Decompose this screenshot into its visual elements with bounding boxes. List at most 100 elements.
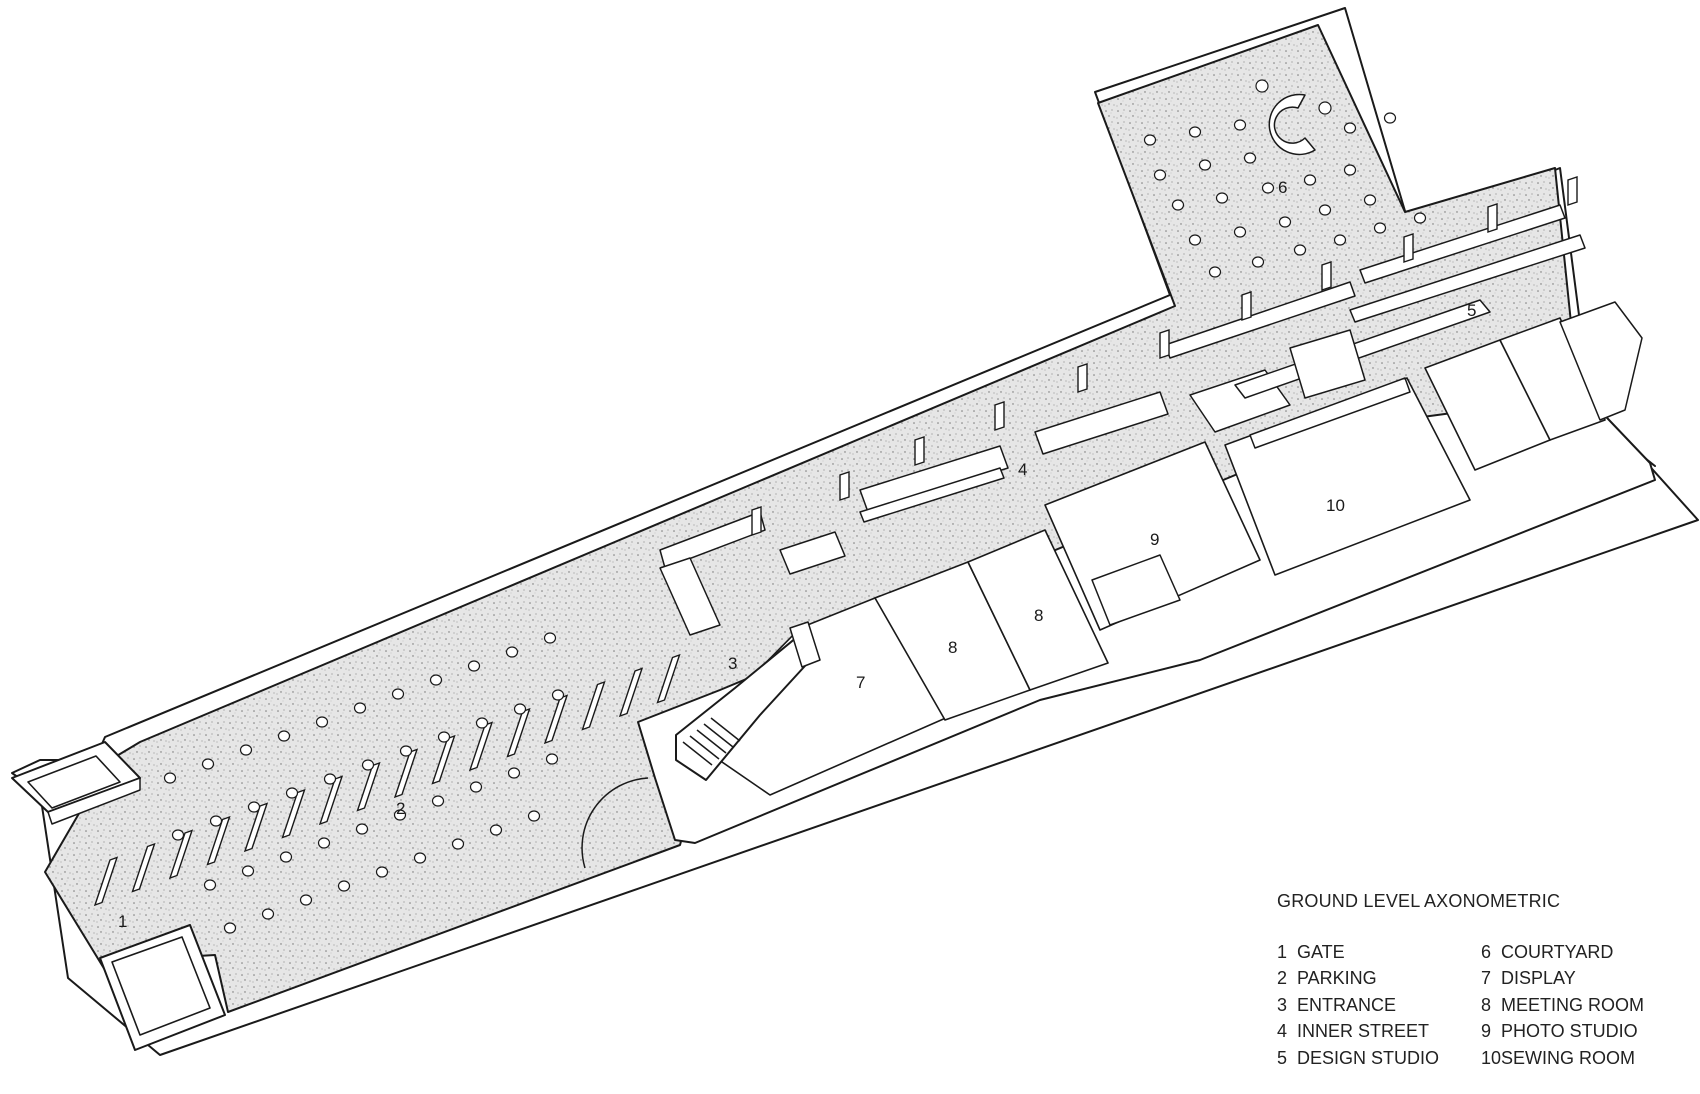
gate-booth-north bbox=[11, 741, 141, 825]
tree bbox=[429, 674, 443, 686]
tree bbox=[413, 852, 427, 864]
tree bbox=[1198, 159, 1212, 171]
wall-pier bbox=[994, 401, 1005, 431]
parking-stall bbox=[656, 653, 681, 704]
tree bbox=[1233, 226, 1247, 238]
parking-stall bbox=[543, 694, 569, 745]
parking-stall bbox=[581, 680, 606, 731]
parking-stall bbox=[468, 721, 494, 772]
label-design-studio: 5 bbox=[1467, 301, 1476, 320]
tree bbox=[1343, 164, 1357, 176]
tree bbox=[163, 772, 177, 784]
tree bbox=[1153, 169, 1167, 181]
wall-pier bbox=[1487, 203, 1498, 233]
tree bbox=[1333, 234, 1347, 246]
label-parking: 2 bbox=[396, 799, 405, 818]
parking-stall bbox=[93, 856, 119, 907]
tree bbox=[551, 689, 565, 701]
tree bbox=[451, 838, 465, 850]
tree bbox=[1188, 126, 1202, 138]
room-corner-b bbox=[1499, 317, 1606, 441]
tree bbox=[239, 744, 253, 756]
tree bbox=[391, 688, 405, 700]
tree bbox=[201, 758, 215, 770]
tree bbox=[261, 908, 275, 920]
parking-stalls bbox=[93, 653, 681, 907]
wall-pier bbox=[914, 436, 925, 466]
tree bbox=[431, 795, 445, 807]
label-meeting-room-b: 8 bbox=[1034, 606, 1043, 625]
parking-stall bbox=[618, 667, 644, 718]
wall-pier bbox=[1567, 176, 1578, 206]
tree bbox=[1293, 244, 1307, 256]
room-meeting-b bbox=[967, 529, 1109, 691]
label-sewing-room: 10 bbox=[1326, 496, 1345, 515]
tree bbox=[527, 810, 541, 822]
room-labels: 1 2 3 4 5 6 7 8 8 9 10 bbox=[118, 178, 1476, 931]
tree bbox=[1208, 266, 1222, 278]
tree bbox=[1363, 194, 1377, 206]
parking-stall bbox=[131, 842, 156, 893]
tree bbox=[1373, 222, 1387, 234]
tree bbox=[323, 773, 337, 785]
tree bbox=[1251, 256, 1265, 268]
tree bbox=[507, 767, 521, 779]
tree bbox=[317, 837, 331, 849]
parking-stall bbox=[206, 815, 231, 866]
tree bbox=[475, 717, 489, 729]
tree bbox=[241, 865, 255, 877]
tree bbox=[315, 716, 329, 728]
tree bbox=[1261, 182, 1275, 194]
stair-treads bbox=[682, 717, 741, 766]
tree bbox=[467, 660, 481, 672]
parking-stall bbox=[243, 802, 269, 853]
entrance-arc bbox=[581, 777, 649, 869]
tree bbox=[489, 824, 503, 836]
wall-pier bbox=[751, 506, 762, 536]
wall-pier bbox=[1159, 329, 1170, 359]
tree bbox=[209, 815, 223, 827]
wall-pier bbox=[839, 471, 850, 501]
tree bbox=[299, 894, 313, 906]
wall-pier bbox=[1241, 291, 1252, 321]
gate-booth-south bbox=[99, 924, 226, 1051]
tree bbox=[469, 781, 483, 793]
tree bbox=[337, 880, 351, 892]
wall-pier bbox=[1403, 233, 1414, 263]
inner-street-furniture bbox=[659, 204, 1586, 636]
tree bbox=[1278, 216, 1292, 228]
tree bbox=[247, 801, 261, 813]
wall-pier bbox=[1077, 363, 1088, 393]
tree bbox=[171, 829, 185, 841]
parking-stall bbox=[318, 775, 344, 826]
tree bbox=[513, 703, 527, 715]
rear-stair bbox=[1559, 301, 1643, 421]
label-inner-street: 4 bbox=[1018, 460, 1027, 479]
trees bbox=[163, 112, 1427, 934]
tree bbox=[543, 632, 557, 644]
label-display: 7 bbox=[856, 673, 865, 692]
tree bbox=[203, 879, 217, 891]
wall-pier bbox=[1321, 261, 1332, 291]
tree bbox=[375, 866, 389, 878]
tree bbox=[285, 787, 299, 799]
tree bbox=[1215, 192, 1229, 204]
parking-stall bbox=[168, 829, 194, 880]
tree bbox=[1171, 199, 1185, 211]
tree bbox=[1303, 174, 1317, 186]
parking-stall bbox=[431, 734, 456, 785]
tree bbox=[223, 922, 237, 934]
tree bbox=[437, 731, 451, 743]
tree bbox=[545, 753, 559, 765]
tree bbox=[355, 823, 369, 835]
